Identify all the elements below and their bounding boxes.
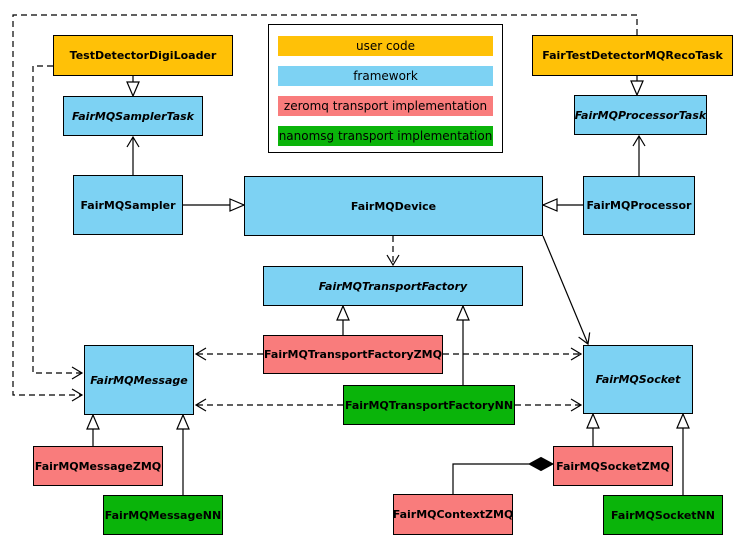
legend-item-user-code: user code xyxy=(278,36,493,56)
dependency-digiloader-message xyxy=(32,65,84,380)
class-box-fairmqcontextzmq: FairMQContextZMQ xyxy=(393,494,513,535)
class-box-fairmqsocketnn: FairMQSocketNN xyxy=(603,495,723,535)
class-box-fairmqsamplertask: FairMQSamplerTask xyxy=(63,96,203,136)
class-box-fairmqtransportfactory: FairMQTransportFactory xyxy=(263,266,523,306)
class-box-fairmqsocketzmq: FairMQSocketZMQ xyxy=(553,446,673,486)
class-box-fairmqsampler: FairMQSampler xyxy=(73,175,183,235)
class-box-fairmqdevice: FairMQDevice xyxy=(244,176,543,236)
class-box-fairmqprocessor: FairMQProcessor xyxy=(583,176,695,235)
class-box-fairmqsocket: FairMQSocket xyxy=(583,345,693,414)
class-box-fairmqmessagenn: FairMQMessageNN xyxy=(103,495,223,535)
legend-item-zeromq: zeromq transport implementation xyxy=(278,96,493,116)
class-box-fairmqprocessortask: FairMQProcessorTask xyxy=(574,95,707,135)
legend-item-framework: framework xyxy=(278,66,493,86)
class-box-fairmqmessage: FairMQMessage xyxy=(84,345,194,415)
legend-item-nanomsg: nanomsg transport implementation xyxy=(278,126,493,146)
class-box-fairmqtransportfactoryzmq: FairMQTransportFactoryZMQ xyxy=(263,335,443,374)
dependency-recotask-message xyxy=(12,14,638,402)
class-box-fairmqmessagezmq: FairMQMessageZMQ xyxy=(33,446,163,486)
class-box-testdetectordigiloader: TestDetectorDigiLoader xyxy=(53,35,233,76)
association-device-socket xyxy=(542,235,591,346)
composition-line-contextzmq-socketzmq xyxy=(452,463,529,494)
class-box-fairmqtransportfactorynn: FairMQTransportFactoryNN xyxy=(343,385,515,425)
class-box-fairtestdetectormqrecotask: FairTestDetectorMQRecoTask xyxy=(532,35,733,76)
legend-box: user code framework zeromq transport imp… xyxy=(268,24,503,153)
composition-diamond-icon xyxy=(527,456,555,472)
